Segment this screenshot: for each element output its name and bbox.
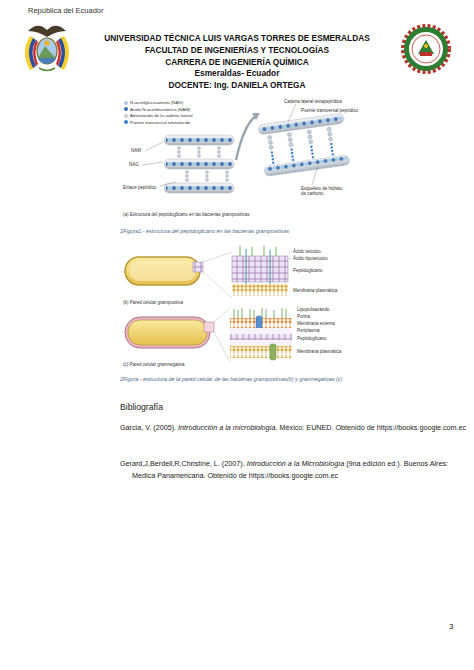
- figure-label: Enlace peptídico: [122, 185, 157, 190]
- header-line: DOCENTE: Ing. DANIELA ORTEGA: [0, 81, 474, 91]
- legend-row: N-acetilglucosamina (NAG): [124, 100, 183, 105]
- reference-entry: Gerard,J,Berdell,R,Christine, L. (2007).…: [120, 458, 468, 482]
- reference-text: Gerard,J,Berdell,R,Christine, L. (2007).: [120, 459, 245, 468]
- header-line: Esmeraldas- Ecuador: [0, 69, 474, 79]
- figure-label: Porina: [296, 314, 311, 319]
- legend-text: Puente transversal aminoácido: [130, 120, 190, 125]
- figure-label: Peptidoglicano: [292, 268, 324, 273]
- country-label: República del Ecuador: [28, 6, 103, 15]
- legend-text: N-acetilglucosamina (NAG): [130, 100, 183, 105]
- figure-label: Membrana plasmática: [292, 288, 338, 293]
- figure-label: Cadena lateral tetrapeptídica: [283, 99, 343, 104]
- header-line: FACULTAD DE INGENIERÍAS Y TECNOLOGÍAS: [0, 46, 474, 56]
- legend-row: Ácido N-acetilmurámico (NAM): [124, 107, 190, 112]
- page-number: 3: [449, 622, 453, 632]
- legend-swatch: [124, 120, 128, 124]
- figure-label: Puente transversal peptídico: [300, 108, 359, 113]
- university-logo: [403, 26, 449, 72]
- figure-caption-label: (b) Pared celular grampositiva: [122, 300, 184, 305]
- reference-entry: Garcia, V. (2005).Introducción a la micr…: [120, 422, 468, 434]
- figure-label: Membrana plasmática: [296, 349, 342, 354]
- figure-label: Ácido teicoico: [292, 249, 322, 254]
- legend-swatch: [124, 114, 128, 118]
- reference-title: Introducción a la Microbiología: [247, 459, 344, 468]
- figure-caption: 2Figura.- estructura de la pared celular…: [120, 376, 342, 382]
- legend-swatch: [124, 101, 128, 105]
- legend-swatch: [124, 107, 128, 111]
- section-heading: Bibliografía: [120, 402, 163, 412]
- figure-label: Esqueleto de hidrato de carbono: [300, 186, 346, 196]
- figure-label: Membrana externa: [296, 321, 336, 326]
- figure-label: Ácido lipoteicoico: [292, 256, 329, 261]
- figure-label: Periplasma: [296, 328, 321, 333]
- reference-title: Introducción a la microbiología.: [178, 423, 277, 432]
- figure-label: NAG: [128, 162, 140, 167]
- legend-row: Aminoácido de la cadena lateral: [124, 113, 193, 118]
- reference-text: México: EUNED. Obtenido de https://books…: [280, 423, 467, 432]
- legend-row: Puente transversal aminoácido: [124, 120, 190, 125]
- figure-label: Peptidoglicano: [296, 336, 328, 341]
- figure-label: Lipopolisacárido: [296, 307, 331, 312]
- figure-caption: 1Figura1.- estructura del peptidoglicano…: [120, 228, 289, 234]
- coat-of-arms: [25, 26, 69, 71]
- legend-text: Ácido N-acetilmurámico (NAM): [130, 107, 190, 112]
- figure-caption-label: (c) Pared celular gramnegativa: [122, 362, 186, 367]
- header-line: CARRERA DE INGENIERÍA QUÍMICA: [0, 58, 474, 68]
- figure-label: NAM: [130, 148, 142, 153]
- reference-text: Garcia, V. (2005).: [120, 423, 176, 432]
- figure-caption-label: (a) Estructura del peptidoglicano en las…: [122, 212, 251, 217]
- legend-text: Aminoácido de la cadena lateral: [130, 113, 193, 118]
- page-heading: UNIVERSIDAD TÉCNICA LUIS VARGAS TORRES D…: [0, 34, 474, 44]
